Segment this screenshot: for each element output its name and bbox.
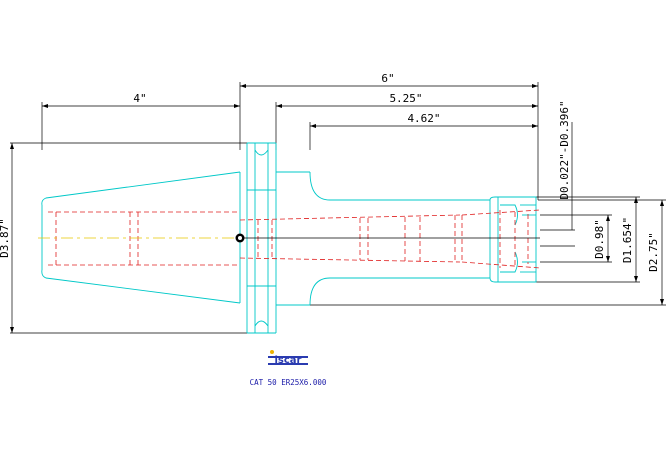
hidden-lines xyxy=(48,209,541,269)
dim-d275-label: D2.75" xyxy=(647,232,660,272)
dimension-arrows xyxy=(10,84,664,333)
dim-d098-label: D0.98" xyxy=(593,219,606,259)
dim-462-label: 4.62" xyxy=(407,112,440,125)
dim-6-label: 6" xyxy=(381,72,394,85)
tool-caption: CAT 50 ER25X6.000 xyxy=(250,378,327,387)
dim-d387-label: D3.87" xyxy=(0,218,11,258)
dim-d1654-label: D1.654" xyxy=(621,217,634,263)
logo-text: iscar xyxy=(275,355,302,366)
dim-4-label: 4" xyxy=(133,92,146,105)
iscar-logo: iscar xyxy=(268,350,308,366)
center-line xyxy=(38,233,540,243)
dimension-lines xyxy=(10,82,666,334)
dim-525-label: 5.25" xyxy=(389,92,422,105)
dim-drange-label: D0.022"-D0.396" xyxy=(558,100,571,199)
